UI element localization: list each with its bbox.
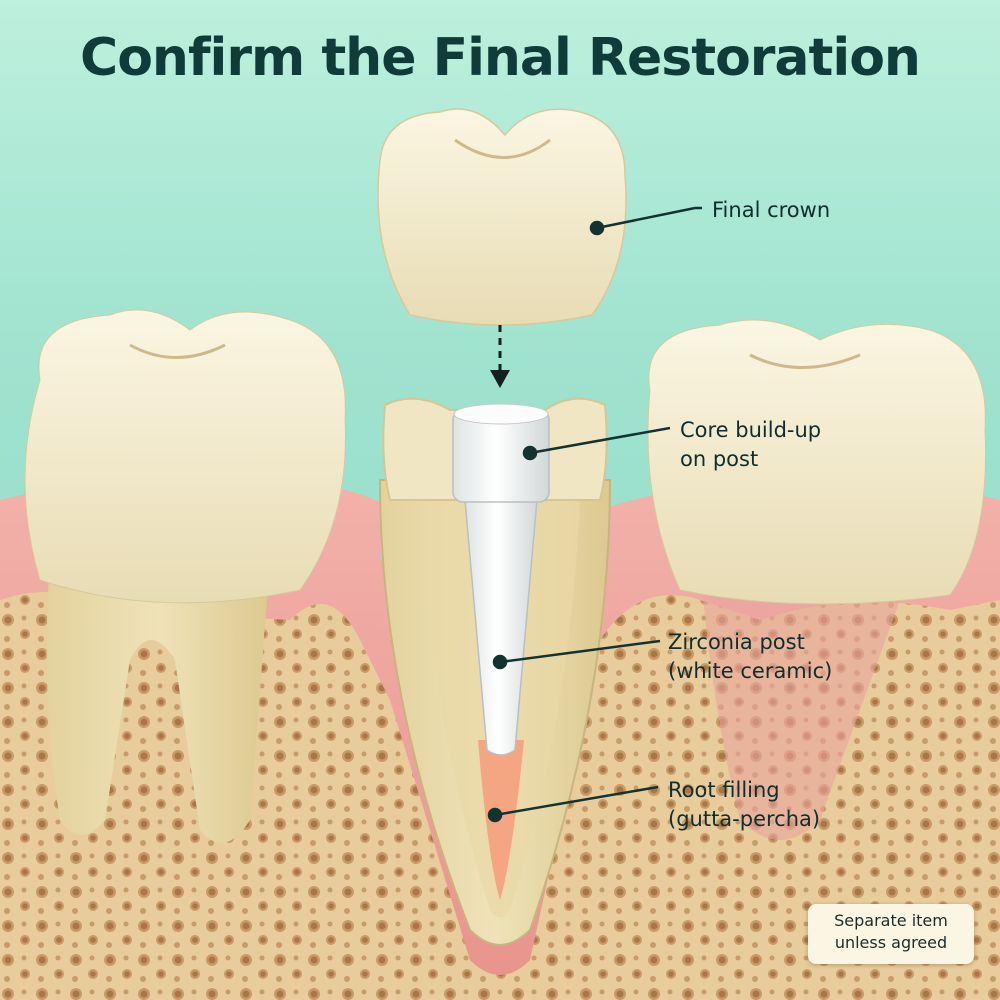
label-core-build-up-line2: on post	[680, 447, 759, 471]
final-crown	[377, 108, 627, 326]
treated-tooth	[378, 397, 612, 946]
label-core-build-up: Core build-up on post	[680, 416, 821, 474]
zirconia-post-shaft	[464, 499, 538, 756]
label-zirconia-post: Zirconia post (white ceramic)	[668, 628, 832, 686]
separate-item-note: Separate item unless agreed	[808, 904, 974, 964]
label-root-filling-line2: (gutta-percha)	[668, 807, 821, 831]
gutta-percha-filling	[478, 740, 524, 900]
right-molar	[647, 319, 987, 840]
note-line1: Separate item	[834, 911, 948, 930]
note-line2: unless agreed	[834, 933, 948, 952]
label-zirconia-post-line2: (white ceramic)	[668, 659, 833, 683]
placement-arrow	[490, 325, 510, 388]
label-zirconia-post-line1: Zirconia post	[668, 630, 805, 654]
page-title: Confirm the Final Restoration	[80, 28, 921, 88]
label-root-filling-line1: Root filling	[668, 778, 780, 802]
label-final-crown: Final crown	[712, 196, 830, 225]
label-final-crown-text: Final crown	[712, 198, 831, 222]
label-root-filling: Root filling (gutta-percha)	[668, 776, 820, 834]
label-core-build-up-line1: Core build-up	[680, 418, 822, 442]
left-molar	[24, 309, 346, 843]
leader-lines	[487, 206, 702, 823]
